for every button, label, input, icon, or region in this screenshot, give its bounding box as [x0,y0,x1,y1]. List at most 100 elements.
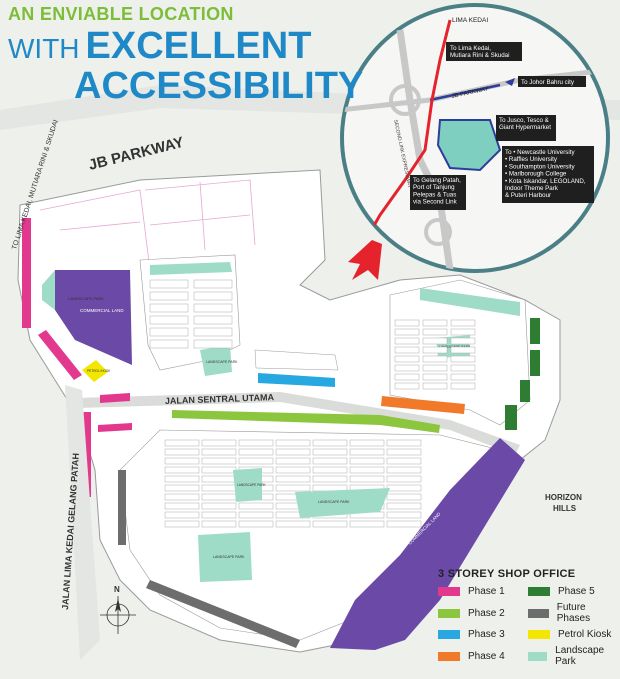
jalan-sentral-utama-label: JALAN SENTRAL UTAMA [165,392,275,406]
house-block [312,439,348,447]
house-block [193,291,233,301]
commercial-land-southeast [330,438,525,650]
legend-swatch [438,608,460,618]
house-block [349,448,385,456]
house-block [450,328,476,336]
house-block [312,448,348,456]
phase3-strip [258,373,335,387]
house-block [164,439,200,447]
house-block [238,457,274,465]
house-block [349,457,385,465]
legend-label: Phase 2 [468,607,505,619]
house-block [349,439,385,447]
house-block [450,373,476,381]
svg-text:To Lima Kedai,Mutiara Rini & S: To Lima Kedai,Mutiara Rini & Skudai [450,45,510,59]
house-block [201,448,237,456]
landscape-park-south3 [198,532,252,582]
legend-label: Phase 5 [558,586,595,597]
inset-lima-kedai-label: LIMA KEDAI [452,17,488,24]
house-block [164,484,200,492]
house-block [386,511,422,519]
house-block [238,439,274,447]
house-block [238,511,274,519]
house-block [149,339,189,349]
petrol-kiosk [82,360,108,382]
legend-swatch [438,587,460,596]
house-block [193,315,233,325]
house-block [386,520,422,528]
house-block [164,493,200,501]
phase1-shop-b [98,423,132,432]
house-block [164,511,200,519]
legend-item: Landscape Park [528,645,618,667]
house-block [422,382,448,390]
house-block [201,502,237,510]
plot-lines [39,179,256,271]
middle-shop-cluster [254,349,339,371]
inset-red-road [358,19,452,251]
house-block [450,382,476,390]
house-block [450,355,476,363]
compass-icon [100,596,136,634]
legend-label: Phase 3 [468,629,505,640]
petrol-kiosk-label: PETROL KIOSK [87,369,111,373]
legend-item: Phase 4 [438,645,528,667]
house-block [394,319,420,327]
headline-with: WITH [8,33,80,64]
red-arrow-icon [348,240,382,280]
house-block [349,466,385,474]
house-block [164,475,200,483]
svg-text:To Johor Bahru city: To Johor Bahru city [521,79,575,86]
house-block [275,520,311,528]
legend-item: Petrol Kiosk [528,629,618,640]
house-block [201,439,237,447]
jalan-lima-kedai-road [65,385,100,660]
inset-site [436,119,502,172]
landscape-park-west [42,270,55,310]
legend-swatch [438,651,460,661]
house-block [164,520,200,528]
house-block [386,448,422,456]
landscape-label-central: LANDSCAPE PARK [206,360,238,364]
house-block [149,303,189,313]
future-phase-strip-west [118,470,126,545]
house-block [238,520,274,528]
house-block [422,373,448,381]
legend-item: Phase 1 [438,586,528,597]
house-block [394,382,420,390]
house-block [164,457,200,465]
landscape-park-south2 [295,488,390,518]
landscape-label-west: LANDSCAPE PARK [68,296,104,301]
svg-text:To Jusco, Tesco &Giant Hyperma: To Jusco, Tesco &Giant Hypermarket [499,117,551,131]
house-block [201,466,237,474]
legend-label: Phase 1 [468,586,505,597]
house-block [394,364,420,372]
callout-johor-bahru: To Johor Bahru city [518,76,586,87]
legend-swatch [438,630,460,639]
landscape-label-south1: LANDSCAPE PARK [237,483,267,487]
house-block [422,337,448,345]
legend-swatch [528,608,549,618]
house-block [193,327,233,337]
house-block [275,457,311,465]
house-block [394,346,420,354]
commercial-label-west: COMMERCIAL LAND [80,308,124,313]
house-block [201,457,237,465]
house-block [149,315,189,325]
legend-item: Phase 5 [528,586,618,597]
house-block [201,475,237,483]
house-block [349,475,385,483]
legend-swatch [528,587,550,596]
landscape-label-south2: LANDSCAPE PARK [318,500,350,504]
house-block [450,346,476,354]
house-block [386,484,422,492]
legend-swatch [528,651,548,661]
landscape-park-south1 [233,468,262,502]
house-block [201,520,237,528]
